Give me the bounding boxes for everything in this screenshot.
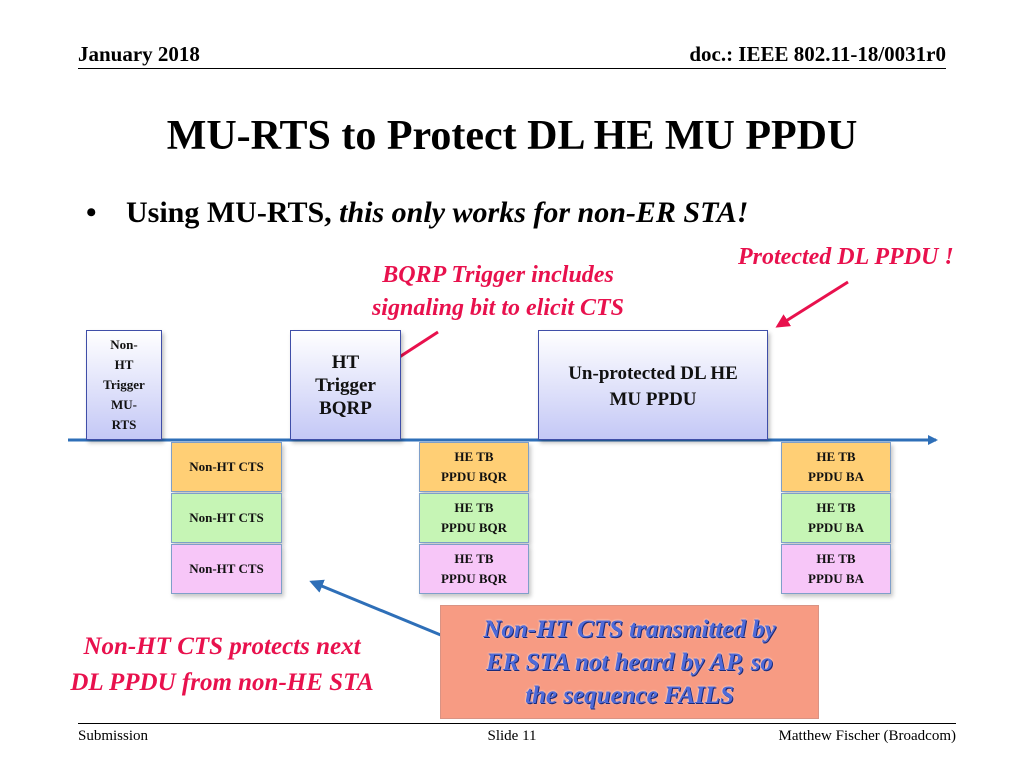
failure-note-box: Non-HT CTS transmitted by ER STA not hea… (440, 605, 819, 719)
frame-label: HT (331, 351, 360, 373)
failure-note-line: ER STA not heard by AP, so (486, 648, 773, 676)
frame-label: Un-protected DL HE (568, 363, 738, 384)
response-non-ht-cts: Non-HT CTS (171, 544, 282, 594)
response-label: PPDU BA (808, 469, 864, 484)
response-he-tb-ppdu-bqr: HE TB PPDU BQR (419, 493, 529, 543)
arrow-fail-to-cts (309, 579, 449, 640)
frame-label: Non- (110, 337, 138, 352)
frame-ht-trigger-bqrp: HT Trigger BQRP (290, 330, 401, 440)
response-label: PPDU BQR (440, 520, 508, 535)
frame-label: RTS (111, 417, 137, 432)
frame-label: BQRP (319, 397, 372, 419)
response-label: HE TB (454, 449, 494, 464)
callout-bqrp-line2: signaling bit to elicit CTS (371, 295, 625, 321)
footer-submission: Submission (78, 728, 149, 744)
response-label: PPDU BQR (440, 469, 508, 484)
response-he-tb-ppdu-bqr: HE TB PPDU BQR (419, 544, 529, 594)
response-he-tb-ppdu-ba: HE TB PPDU BA (781, 493, 891, 543)
footer-divider (78, 723, 956, 724)
frame-label: HT (114, 357, 134, 372)
response-he-tb-ppdu-bqr: HE TB PPDU BQR (419, 442, 529, 492)
slide-title: MU-RTS to Protect DL HE MU PPDU (166, 113, 858, 159)
arrow-to-protected-ppdu (775, 280, 849, 328)
frame-unprotected-dl-he-mu-ppdu: Un-protected DL HE MU PPDU (538, 330, 768, 440)
bullet-emphasis: this only works for non-ER STA! (339, 196, 749, 229)
callout-cts-protects: Non-HT CTS protects next DL PPDU from no… (44, 629, 400, 701)
frame-label: MU PPDU (609, 389, 697, 410)
callout-protected-dl-ppdu: Protected DL PPDU ! (738, 244, 954, 270)
frame-label: Trigger (315, 374, 376, 396)
response-label: PPDU BA (808, 520, 864, 535)
callout-bqrp-line1: BQRP Trigger includes (382, 262, 614, 288)
bullet-dot: • (86, 196, 97, 229)
response-he-tb-ppdu-ba: HE TB PPDU BA (781, 544, 891, 594)
frame-non-ht-trigger-mu-rts: Non- HT Trigger MU- RTS (86, 330, 162, 440)
callout-cts-line1: Non-HT CTS protects next (83, 633, 361, 660)
callout-bqrp-trigger: BQRP Trigger includes signaling bit to e… (320, 259, 676, 325)
bullet-text: Using MU-RTS, this only works for non-ER… (126, 196, 748, 230)
response-label: HE TB (454, 500, 494, 515)
response-he-tb-ppdu-ba: HE TB PPDU BA (781, 442, 891, 492)
frame-label: Trigger (103, 377, 145, 392)
response-label: HE TB (816, 449, 856, 464)
response-label: HE TB (816, 500, 856, 515)
header-date: January 2018 (78, 42, 200, 66)
response-non-ht-cts: Non-HT CTS (171, 493, 282, 543)
failure-note-line: Non-HT CTS transmitted by (483, 615, 776, 643)
frame-label: MU- (110, 397, 137, 412)
footer-slide-number: Slide 11 (487, 728, 537, 744)
response-non-ht-cts: Non-HT CTS (171, 442, 282, 492)
header-doc-id: doc.: IEEE 802.11-18/0031r0 (689, 42, 946, 66)
footer-author: Matthew Fischer (Broadcom) (778, 728, 956, 744)
failure-note-line: the sequence FAILS (525, 681, 734, 709)
response-label: PPDU BA (808, 571, 864, 586)
response-label: PPDU BQR (440, 571, 508, 586)
callout-cts-line2: DL PPDU from non-HE STA (70, 669, 374, 696)
response-label: HE TB (454, 551, 494, 566)
header-divider (78, 68, 946, 69)
response-label: HE TB (816, 551, 856, 566)
bullet-lead: Using MU-RTS, (126, 196, 332, 229)
